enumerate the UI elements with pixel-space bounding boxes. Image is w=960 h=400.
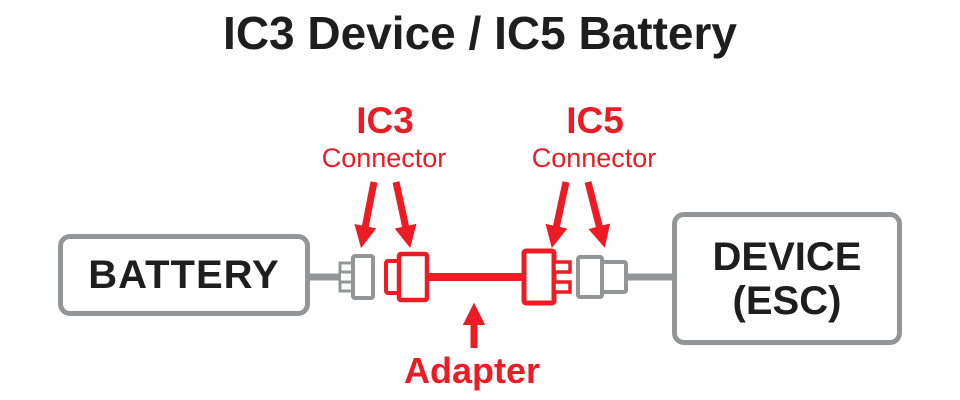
device-box-label-line2: (ESC) xyxy=(732,278,842,323)
ic3-callout-label: IC3 xyxy=(356,100,414,141)
battery-box: BATTERY xyxy=(58,234,310,316)
ic3-arrow-left-icon xyxy=(354,181,378,249)
ic3-arrow-right-icon xyxy=(392,181,417,249)
adapter-label: Adapter xyxy=(403,350,541,391)
ic5-arrow-right-icon xyxy=(584,181,611,248)
ic5-callout-label: IC5 xyxy=(566,100,624,141)
page-title: IC3 Device / IC5 Battery xyxy=(223,7,737,59)
ic3-red-connector-icon xyxy=(384,251,430,303)
ic5-connector-label: Connector xyxy=(531,143,657,173)
ic5-gray-connector-icon xyxy=(576,255,628,299)
red-down-arrow-icons xyxy=(354,181,611,348)
ic3-connector-label: Connector xyxy=(321,143,447,173)
ic5-red-connector-icon xyxy=(521,248,572,306)
battery-box-label: BATTERY xyxy=(88,252,280,297)
device-box: DEVICE (ESC) xyxy=(672,212,902,345)
ic5-arrow-left-icon xyxy=(545,181,570,249)
ic3-gray-connector-icon xyxy=(338,254,375,300)
device-box-label-line1: DEVICE xyxy=(712,234,862,279)
